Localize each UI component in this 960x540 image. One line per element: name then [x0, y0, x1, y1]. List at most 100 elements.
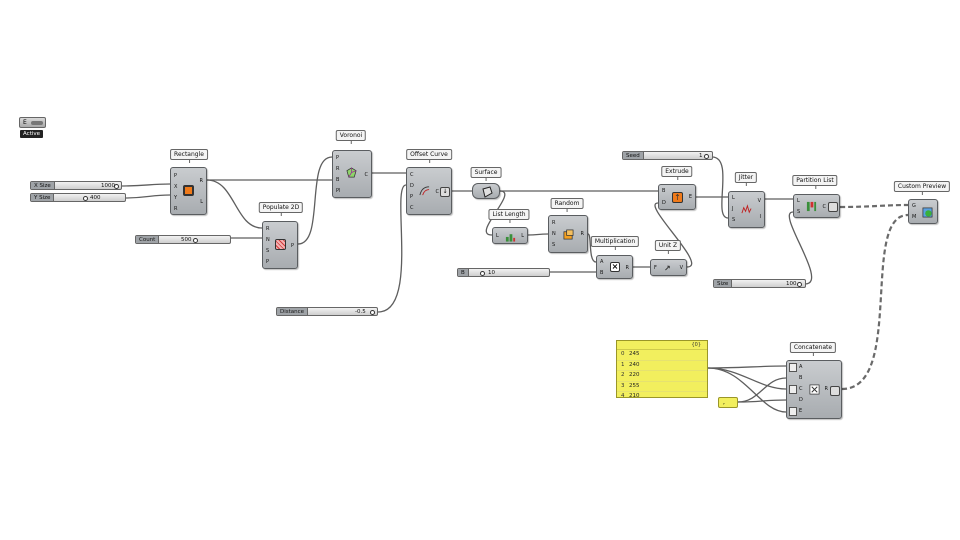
- slider-grip-icon[interactable]: [797, 282, 802, 287]
- concatenate-component[interactable]: A B C D E R: [786, 360, 842, 419]
- rectangle-icon: [183, 185, 194, 196]
- input-port-p[interactable]: P: [266, 259, 270, 265]
- input-port-c[interactable]: C: [799, 386, 803, 392]
- flatten-icon[interactable]: [830, 386, 840, 396]
- list-length-component[interactable]: L L: [492, 227, 528, 244]
- input-port-f[interactable]: F: [654, 265, 657, 271]
- output-port-p[interactable]: P: [290, 243, 294, 249]
- x-size-slider[interactable]: X Size 1000: [30, 181, 122, 190]
- output-port-r[interactable]: R: [199, 178, 203, 184]
- unit-z-component[interactable]: F V ↗: [650, 259, 687, 276]
- rectangle-component[interactable]: P X Y R R L: [170, 167, 207, 215]
- output-port-c[interactable]: C: [435, 189, 440, 195]
- input-port-c[interactable]: C: [410, 172, 414, 178]
- slider-grip-icon[interactable]: [480, 271, 485, 276]
- concatenate-icon: [809, 384, 820, 395]
- separator-panel[interactable]: ,: [718, 397, 738, 408]
- input-port-l[interactable]: L: [797, 198, 800, 204]
- distance-slider[interactable]: Distance -0.5: [276, 307, 378, 316]
- input-port-d[interactable]: D: [662, 200, 666, 206]
- output-port-l[interactable]: L: [521, 233, 524, 239]
- partition-list-title: Partition List: [792, 175, 838, 189]
- jitter-title: Jitter: [734, 172, 758, 186]
- extrude-component[interactable]: B D E ↑: [658, 184, 696, 210]
- input-port-s[interactable]: S: [552, 242, 556, 248]
- voronoi-component[interactable]: P R B Pl C: [332, 150, 372, 198]
- random-title: Random: [550, 198, 584, 212]
- y-size-slider[interactable]: Y Size 400: [30, 193, 126, 202]
- slider-grip-icon[interactable]: [704, 154, 709, 159]
- input-port-x[interactable]: X: [174, 184, 178, 190]
- slider-grip-icon[interactable]: [114, 184, 119, 189]
- flatten-icon[interactable]: ↓: [440, 187, 450, 197]
- unit-z-title: Unit Z: [654, 240, 682, 254]
- b-slider[interactable]: B 10: [457, 268, 550, 277]
- populate-2d-title: Populate 2D: [258, 202, 304, 216]
- input-port-y[interactable]: Y: [174, 195, 178, 201]
- input-port-m[interactable]: M: [912, 214, 917, 220]
- output-port-i[interactable]: I: [759, 214, 761, 220]
- offset-curve-component[interactable]: C D P C C ↓: [406, 167, 452, 215]
- input-port-b[interactable]: B: [336, 177, 340, 183]
- output-port-r[interactable]: R: [824, 386, 828, 392]
- jitter-component[interactable]: L J S V I: [728, 191, 765, 228]
- input-port-s[interactable]: S: [797, 209, 801, 215]
- input-port-s[interactable]: S: [266, 248, 270, 254]
- output-port-c[interactable]: C: [364, 172, 369, 178]
- input-port-a[interactable]: A: [600, 259, 604, 265]
- surface-component[interactable]: [472, 183, 500, 199]
- input-port-r[interactable]: R: [174, 206, 178, 212]
- input-port-s[interactable]: S: [732, 217, 736, 223]
- slider-grip-icon[interactable]: [193, 238, 198, 243]
- input-port-r[interactable]: R: [266, 226, 270, 232]
- output-port-e[interactable]: E: [688, 194, 692, 200]
- size-slider[interactable]: Size 100: [713, 279, 806, 288]
- input-port-g[interactable]: G: [912, 203, 916, 209]
- input-port-p[interactable]: P: [410, 194, 414, 200]
- count-slider[interactable]: Count 500: [135, 235, 231, 244]
- partition-list-component[interactable]: L S C: [793, 194, 840, 218]
- output-port-c[interactable]: C: [822, 204, 827, 210]
- row-value: 245: [629, 351, 640, 357]
- seed-slider[interactable]: Seed 1: [622, 151, 713, 160]
- input-port-c2[interactable]: C: [410, 205, 414, 211]
- input-port-pl[interactable]: Pl: [336, 188, 341, 194]
- input-port-p[interactable]: P: [174, 173, 178, 179]
- random-component[interactable]: R N S R: [548, 215, 588, 253]
- input-port-n[interactable]: N: [552, 231, 556, 237]
- input-port-j[interactable]: J: [732, 206, 734, 212]
- input-port-d[interactable]: D: [799, 397, 803, 403]
- input-port-b[interactable]: B: [600, 270, 604, 276]
- slider-grip-icon[interactable]: [370, 310, 375, 315]
- graft-icon[interactable]: [828, 202, 838, 212]
- input-port-e[interactable]: E: [799, 408, 803, 414]
- input-port-d[interactable]: D: [410, 183, 414, 189]
- input-port-p[interactable]: P: [336, 155, 340, 161]
- wire: [788, 211, 813, 285]
- input-port-b[interactable]: B: [799, 375, 803, 381]
- active-toggle[interactable]: E: [19, 117, 46, 128]
- input-port-a[interactable]: A: [799, 364, 803, 370]
- input-port-r[interactable]: R: [336, 166, 340, 172]
- slider-grip-icon[interactable]: [83, 196, 88, 201]
- output-port-r[interactable]: R: [625, 265, 629, 271]
- output-port-r[interactable]: R: [580, 231, 584, 237]
- input-port-l[interactable]: L: [732, 195, 735, 201]
- output-port-l[interactable]: L: [200, 199, 203, 205]
- custom-preview-component[interactable]: G M: [908, 199, 938, 224]
- wire: [711, 156, 729, 219]
- input-port-n[interactable]: N: [266, 237, 270, 243]
- populate-2d-component[interactable]: R N S P P: [262, 221, 298, 269]
- input-port-b[interactable]: B: [662, 188, 666, 194]
- input-port-l[interactable]: L: [496, 233, 499, 239]
- row-index: 1: [621, 361, 625, 368]
- separator-value: ,: [723, 399, 725, 406]
- output-port-v[interactable]: V: [679, 265, 683, 271]
- multiplication-component[interactable]: A B R ×: [596, 255, 633, 279]
- output-port-v[interactable]: V: [757, 198, 761, 204]
- input-port-r[interactable]: R: [552, 220, 556, 226]
- wire: [119, 183, 171, 187]
- surface-icon: [482, 186, 493, 198]
- wire: [737, 377, 787, 403]
